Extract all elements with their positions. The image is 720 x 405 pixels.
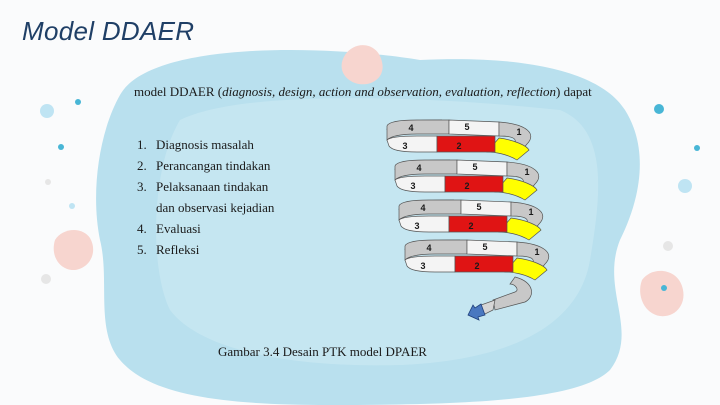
segment-label: 1 xyxy=(516,127,521,137)
spiral-cycle: 1 2 34 5 xyxy=(405,240,549,280)
segment-label: 5 xyxy=(476,202,481,212)
segment-label: 4 xyxy=(408,123,413,133)
step-number: 5. xyxy=(137,239,156,260)
dot xyxy=(654,104,664,114)
dot xyxy=(694,145,700,151)
segment-2 xyxy=(437,136,495,152)
segment-5 xyxy=(457,160,507,176)
segment-label: 5 xyxy=(482,242,487,252)
segment-2 xyxy=(449,216,507,232)
segment-2 xyxy=(455,256,513,272)
figure-caption: Gambar 3.4 Desain PTK model DPAER xyxy=(218,344,427,360)
segment-3 xyxy=(399,216,449,232)
step-label: Evaluasi xyxy=(156,221,201,236)
step-label: dan observasi kejadian xyxy=(156,200,274,215)
dot xyxy=(75,99,81,105)
list-item: 4.Evaluasi xyxy=(137,218,274,239)
segment-label: 2 xyxy=(468,221,473,231)
step-label: Refleksi xyxy=(156,242,199,257)
list-item: 1.Diagnosis masalah xyxy=(137,134,274,155)
step-number: 3. xyxy=(137,176,156,197)
dot xyxy=(45,179,51,185)
list-item: 2.Perancangan tindakan xyxy=(137,155,274,176)
segment-label: 1 xyxy=(534,247,539,257)
steps-list: 1.Diagnosis masalah 2.Perancangan tindak… xyxy=(137,134,274,260)
step-number: 4. xyxy=(137,218,156,239)
spiral-cycle: 1 2 34 5 xyxy=(395,160,539,200)
step-number: 2. xyxy=(137,155,156,176)
step-number: 1. xyxy=(137,134,156,155)
segment-label: 4 xyxy=(426,243,431,253)
dot xyxy=(41,274,51,284)
spiral-cycle: 1 2 34 5 xyxy=(387,120,531,160)
list-item: 5.Refleksi xyxy=(137,239,274,260)
segment-3 xyxy=(387,136,437,152)
dot xyxy=(58,144,64,150)
segment-label: 4 xyxy=(420,203,425,213)
dot xyxy=(678,179,692,193)
segment-3 xyxy=(395,176,445,192)
dot xyxy=(663,241,673,251)
step-label: Diagnosis masalah xyxy=(156,137,254,152)
pink-blob-right xyxy=(640,271,683,316)
step-label: Pelaksanaan tindakan xyxy=(156,179,268,194)
segment-5 xyxy=(461,200,511,216)
spiral-cycle: 1 2 34 5 xyxy=(399,200,543,240)
step-label: Perancangan tindakan xyxy=(156,158,270,173)
segment-label: 4 xyxy=(416,163,421,173)
segment-5 xyxy=(467,240,517,256)
spiral-tail-segment xyxy=(493,277,532,310)
segment-5 xyxy=(449,120,499,136)
segment-label: 3 xyxy=(410,181,415,191)
intro-prefix: model DDAER ( xyxy=(134,84,222,99)
segment-label: 3 xyxy=(420,261,425,271)
pink-blob-top xyxy=(342,45,383,84)
dot xyxy=(69,203,75,209)
segment-2 xyxy=(445,176,503,192)
segment-3 xyxy=(405,256,455,272)
segment-label: 3 xyxy=(402,141,407,151)
segment-label: 2 xyxy=(456,141,461,151)
dot xyxy=(661,285,667,291)
segment-label: 2 xyxy=(464,181,469,191)
intro-text: model DDAER (diagnosis, design, action a… xyxy=(134,84,592,100)
segment-label: 2 xyxy=(474,261,479,271)
dot xyxy=(40,104,54,118)
list-item: 3.Pelaksanaan tindakan xyxy=(137,176,274,197)
list-item: dan observasi kejadian xyxy=(137,197,274,218)
intro-italic: diagnosis, design, action and observatio… xyxy=(222,84,556,99)
segment-label: 3 xyxy=(414,221,419,231)
segment-label: 1 xyxy=(528,207,533,217)
segment-label: 5 xyxy=(472,162,477,172)
spiral-tail xyxy=(481,277,532,315)
segment-label: 5 xyxy=(464,122,469,132)
segment-label: 1 xyxy=(524,167,529,177)
intro-suffix: ) dapat xyxy=(556,84,592,99)
slide-title: Model DDAER xyxy=(22,16,194,47)
pink-blob-left xyxy=(54,230,93,270)
